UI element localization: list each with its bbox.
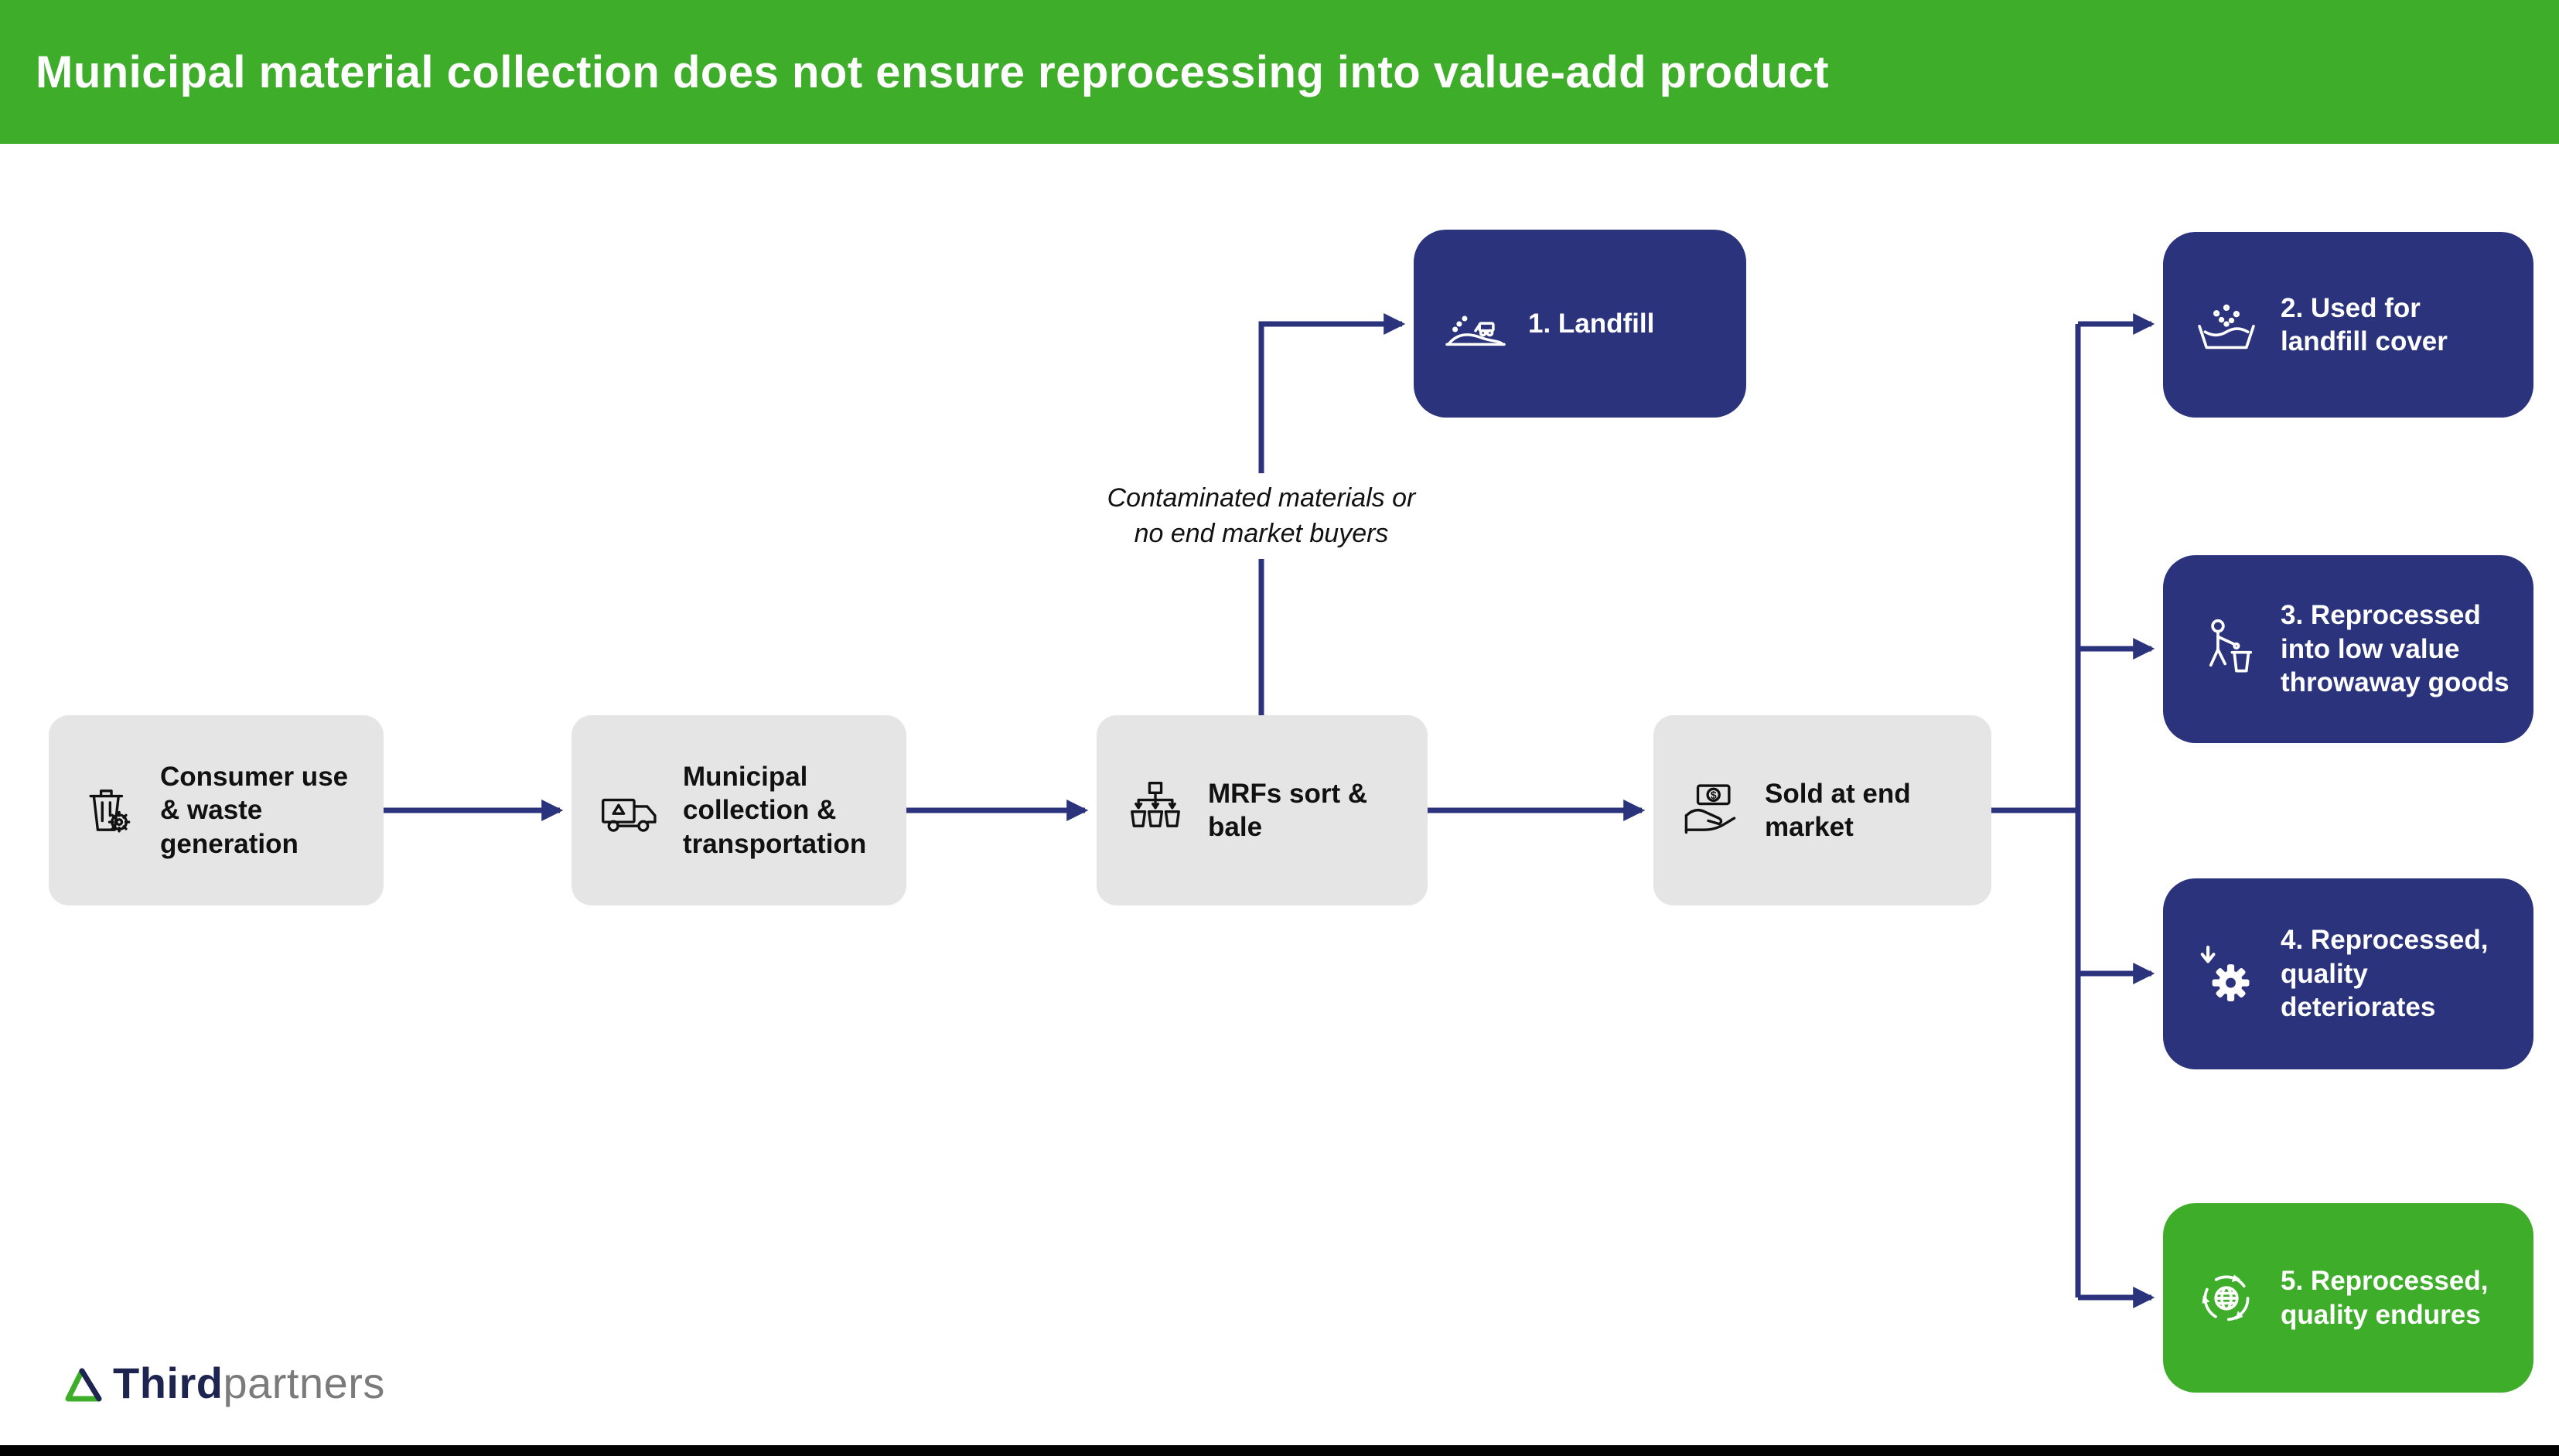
logo-triangle-icon [65, 1368, 102, 1401]
outcome-landfill-cover: 2. Used for landfill cover [2163, 232, 2533, 418]
header-bar: Municipal material collection does not e… [0, 0, 2559, 144]
outcome-label: 2. Used for landfill cover [2281, 292, 2448, 356]
outcome-label: 1. Landfill [1528, 308, 1655, 339]
logo-text-bold: Third [113, 1359, 223, 1407]
waste-bin-gear-icon [89, 789, 131, 833]
logo-wordmark: Thirdpartners [113, 1358, 385, 1408]
outcome-label: 5. Reprocessed, quality endures [2281, 1266, 2489, 1330]
step-sold-end-market: $ Sold at end market [1653, 715, 1991, 905]
landfill-icon [1445, 315, 1506, 346]
hand-money-icon: $ [1684, 784, 1736, 834]
step-mrf-sort-bale: MRFs sort & bale [1097, 715, 1428, 905]
step-label: Consumer use & waste generation [160, 761, 349, 859]
outcome-quality-deteriorates: 4. Reprocessed, quality deteriorates [2163, 878, 2533, 1069]
step-label: MRFs sort & bale [1208, 778, 1368, 842]
logo-text-light: partners [223, 1359, 385, 1407]
svg-text:$: $ [1711, 789, 1717, 802]
thirdpartners-logo: Thirdpartners [60, 1358, 385, 1408]
page-title: Municipal material collection does not e… [36, 46, 1830, 97]
contamination-annotation: Contaminated materials or no end market … [1107, 473, 1416, 560]
step-consumer-use: Consumer use & waste generation [49, 715, 384, 905]
sort-bale-icon [1131, 782, 1180, 827]
bottom-border [0, 1445, 2559, 1456]
step-label: Municipal collection & transportation [683, 761, 867, 859]
outcome-quality-endures: 5. Reprocessed, quality endures [2163, 1203, 2533, 1393]
outcome-low-value-goods: 3. Reprocessed into low value throwaway … [2163, 555, 2533, 743]
outcome-label: 3. Reprocessed into low value throwaway … [2281, 600, 2510, 698]
arrow-step3-landfill [1258, 313, 1406, 715]
step-municipal-collection: Municipal collection & transportation [572, 715, 906, 905]
outcome-landfill: 1. Landfill [1414, 230, 1746, 418]
landfill-cover-icon [2198, 304, 2255, 350]
person-litter-icon [2209, 619, 2253, 672]
outcome-label: 4. Reprocessed, quality deteriorates [2281, 925, 2489, 1023]
recycle-globe-icon [2202, 1274, 2250, 1321]
step-label: Sold at end market [1765, 778, 1911, 842]
gear-deteriorate-icon [2200, 945, 2250, 1001]
recycling-truck-icon [602, 798, 657, 832]
